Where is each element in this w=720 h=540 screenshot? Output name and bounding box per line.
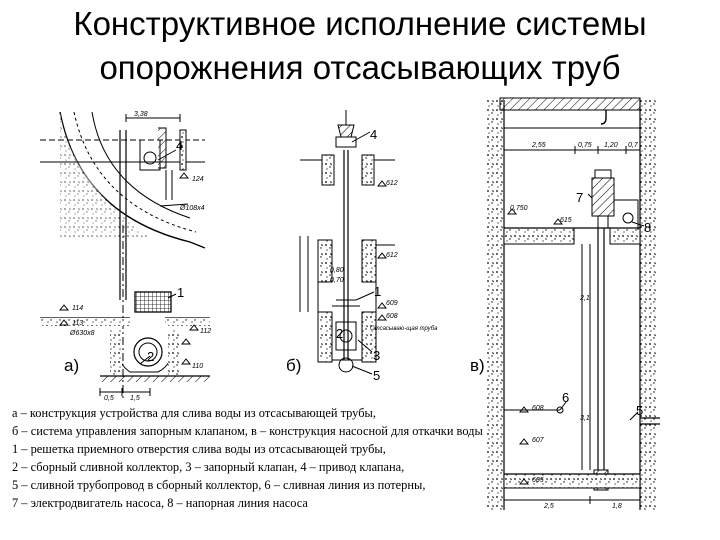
panel-b-labels: 612 612 0,80 0,70 609 608 Отсасываю-щая … [330,180,438,332]
panel-c-mark: 615 [560,217,572,224]
callout-6: 6 [562,390,569,405]
callout-2: 2 [147,349,154,364]
panel-a-mark: 114 [72,305,83,312]
panel-c-mark: 605 [532,477,544,484]
panel-b-mark: Отсасываю-щая труба [370,326,438,332]
panel-c-mark: 2,1 [579,295,590,302]
legend-line: а – конструкция устройства для слива вод… [12,406,376,420]
panel-b-mark: 612 [386,252,398,259]
panel-label-a: а) [64,356,80,375]
panel-a-mark: 112 [200,328,211,335]
panel-c-callouts: 7 8 6 5 [562,190,651,418]
panel-b-mark: 608 [386,313,398,320]
legend-line: б – система управления запорным клапаном… [12,424,483,438]
panel-b-callouts: 4 1 2 3 5 [336,127,381,383]
panel-c-mark: 608 [532,405,544,412]
legend-line: 7 – электродвигатель насоса, 8 – напорна… [12,496,308,510]
panel-b-mark: 0,70 [330,277,344,284]
callout-4: 4 [370,127,377,142]
callout-2: 2 [336,326,343,341]
panel-c-mark: 2,5 [543,503,554,510]
panel-a-mark: 1,5 [130,395,140,402]
panel-c-mark: 0,750 [510,205,528,212]
title-line-2: опорожнения отсасывающих труб [99,49,621,86]
panel-a-mark: 3,38 [134,111,148,118]
panel-b-drawing [299,110,395,375]
legend-line: 5 – сливной трубопровод в сборный коллек… [12,478,426,492]
callout-4: 4 [176,138,183,153]
callout-1: 1 [177,285,184,300]
slide-title: Конструктивное исполнение системы опорож… [0,2,720,90]
legend-line: 1 – решетка приемного отверстия слива во… [12,442,386,456]
panel-c-drawing [486,97,660,510]
panel-c-mark: 607 [532,437,545,444]
panel-a-mark: 110 [192,363,203,370]
panel-a-mark: 113 [72,320,83,327]
panel-c-mark: 1,8 [612,503,622,510]
callout-3: 3 [373,348,380,363]
panel-c-mark: 3,1 [580,415,590,422]
panel-a-drawing [40,111,210,398]
panel-b-mark: 609 [386,300,398,307]
panel-a-mark: Ø108x4 [179,205,205,212]
callout-5: 5 [373,368,380,383]
panel-c-mark: 0,7 [628,142,639,149]
panel-a-mark: 0,5 [104,395,114,402]
callout-1: 1 [374,284,381,299]
figure-legend: а – конструкция устройства для слива вод… [12,404,488,512]
panel-c-mark: 0,75 [578,142,592,149]
panel-a-callouts: 4 1 2 [147,138,184,364]
panel-a-labels: 3,38 124 Ø108x4 114 Ø630x8 113 110 112 0… [69,111,211,402]
panel-c-mark: 2,55 [531,142,546,149]
panel-label-b: б) [286,356,302,375]
panel-c-mark: 1,20 [604,142,618,149]
callout-7: 7 [576,190,583,205]
callout-8: 8 [644,220,651,235]
title-line-1: Конструктивное исполнение системы [73,5,647,42]
panel-label-c: в) [470,356,485,375]
panel-a-mark: Ø630x8 [69,330,95,337]
callout-5: 5 [636,403,643,418]
panel-c-labels: 2,55 0,75 1,20 0,7 0,750 615 2,1 3,1 608… [510,142,639,510]
panel-a-mark: 124 [192,176,204,183]
legend-line: 2 – сборный сливной коллектор, 3 – запор… [12,460,405,474]
panel-b-mark: 0,80 [330,267,344,274]
panel-b-mark: 612 [386,180,398,187]
